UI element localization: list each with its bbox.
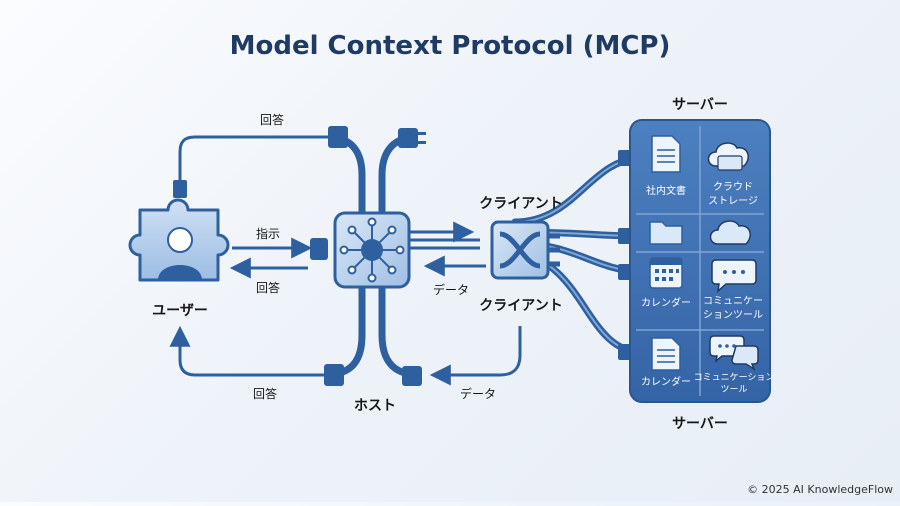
client-label-top: クライアント: [479, 196, 562, 212]
answer-top-label: 回答: [260, 112, 284, 127]
document-icon: [651, 337, 681, 371]
tile-label: ストレージ: [708, 196, 758, 207]
chat-bubbles-icon: [709, 335, 759, 371]
answer-mid-label: 回答: [256, 280, 280, 295]
cloud-folder-icon: [707, 142, 749, 171]
document-icon: [651, 135, 681, 173]
tile-label: ツール: [720, 385, 747, 395]
client-connector: [490, 220, 560, 280]
page-title: Model Context Protocol (MCP): [230, 31, 671, 61]
user-label: ユーザー: [152, 303, 208, 319]
user-body-icon: [158, 265, 202, 280]
user-node: [128, 198, 230, 282]
answer-bottom-arrow: [169, 325, 324, 377]
tile-label: ションツール: [703, 310, 763, 321]
host-hub: [333, 211, 411, 289]
server-label-top: サーバー: [672, 97, 728, 113]
tile-label: コミュニケーション: [694, 372, 775, 383]
copyright-text: © 2025 AI KnowledgeFlow: [747, 483, 893, 496]
host-client-links: [410, 221, 486, 277]
server-label-bottom: サーバー: [672, 416, 728, 432]
user-top-plug: [173, 180, 187, 198]
data-bottom-arrow: [429, 326, 522, 386]
plug-connectors: [324, 126, 426, 386]
tile-label: カレンダー: [641, 375, 691, 388]
chat-bubble-icon: [711, 259, 757, 293]
client-label-bottom: クライアント: [479, 298, 562, 314]
tile-label: カレンダー: [641, 296, 691, 309]
answer-top-line: [178, 135, 328, 180]
data-bottom-label: データ: [460, 386, 496, 401]
instruction-label: 指示: [256, 226, 280, 241]
tile-label: コミュニケー: [703, 295, 763, 307]
server-grid: [636, 126, 764, 396]
cloud-icon: [709, 220, 751, 245]
folder-icon: [649, 221, 683, 245]
tile-label: クラウド: [713, 181, 753, 193]
tile-label: 社内文書: [646, 184, 686, 197]
calendar-icon: [649, 257, 683, 289]
user-head-icon: [167, 227, 193, 253]
host-input-plug: [310, 238, 328, 260]
data-mid-label: データ: [433, 282, 469, 297]
host-label: ホスト: [354, 398, 396, 414]
server-ports: [618, 150, 632, 360]
answer-bottom-label: 回答: [253, 386, 277, 401]
